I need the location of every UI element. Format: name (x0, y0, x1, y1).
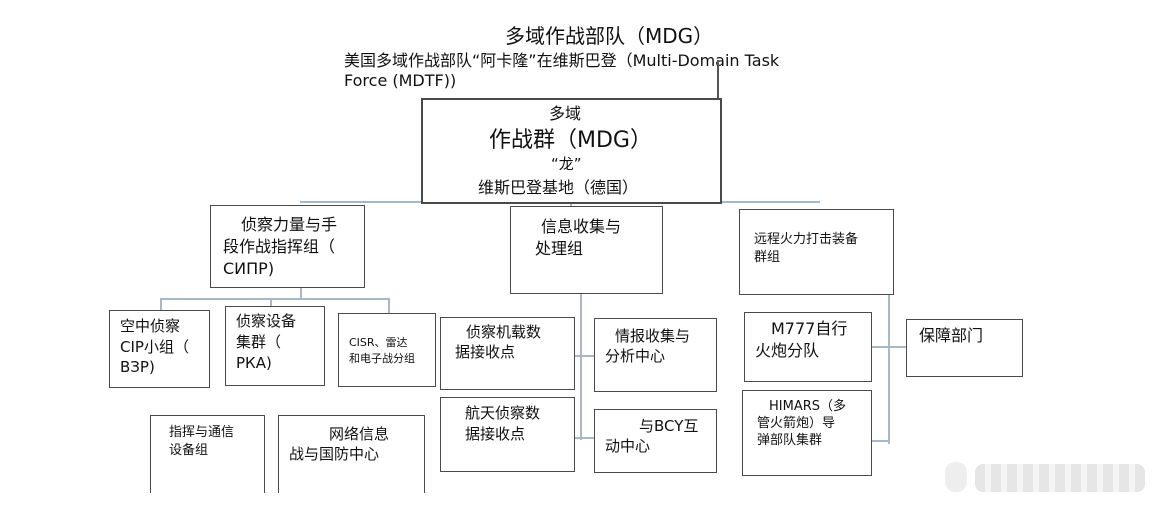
unit-command-comm-line1: 指挥与通信 (169, 425, 235, 440)
unit-himars-line1: HIMARS（多 (769, 399, 847, 414)
unit-himars: HIMARS（多 管火箭炮）导 弹部队集群 (742, 390, 872, 476)
unit-bcy-line2: 动中心 (605, 437, 651, 455)
top-box-line3: “龙” (551, 155, 582, 173)
unit-support: 保障部门 (906, 319, 1023, 377)
unit-m777-line2: 火炮分队 (755, 341, 820, 360)
top-box-line1: 多域 (549, 104, 582, 123)
connector-info-down (580, 294, 582, 440)
unit-cyber-line1: 网络信息 (329, 425, 390, 443)
unit-air-recon: 空中侦察 CIP小组（ ВЗР) (109, 310, 210, 388)
group-info-line2: 处理组 (535, 239, 584, 258)
unit-recon-equipment-line2: 集群（ (236, 333, 282, 351)
unit-airborne-recon-line1: 侦察机载数 (466, 323, 542, 341)
unit-space-recon: 航天侦察数 据接收点 (440, 397, 575, 472)
group-recon-line3: СИПР) (223, 259, 275, 278)
connector-unit2 (270, 298, 272, 308)
group-fires-line1: 远程火力打击装备 (754, 232, 859, 247)
unit-airborne-recon-line2: 据接收点 (455, 343, 516, 361)
group-fires-line2: 群组 (754, 250, 781, 265)
connector-unit1 (160, 298, 162, 312)
faded-bottom-mark-left (945, 462, 967, 492)
unit-space-recon-line1: 航天侦察数 (465, 404, 541, 422)
unit-air-recon-line2: CIP小组（ (120, 338, 189, 356)
unit-cyber-line2: 战与国防中心 (289, 445, 380, 463)
connector-recon-units (160, 298, 390, 300)
connector-info-low (574, 437, 594, 439)
top-box-mdg: 多域 作战群（MDG） “龙” 维斯巴登基地（德国） (421, 98, 722, 204)
unit-himars-line2: 管火箭炮）导 (757, 416, 836, 431)
unit-bcy-line1: 与BCY互 (639, 417, 699, 435)
group-fires: 远程火力打击装备 群组 (739, 209, 894, 295)
connector-header-to-top (717, 60, 719, 98)
unit-air-recon-line3: ВЗР) (120, 358, 155, 376)
connector-unit3 (388, 298, 390, 314)
top-box-line2: 作战群（MDG） (489, 128, 652, 153)
unit-airborne-recon: 侦察机载数 据接收点 (440, 317, 575, 390)
group-recon-line2: 段作战指挥组（ (223, 237, 336, 256)
connector-fires-mid (872, 346, 906, 348)
connector-fires-down (888, 294, 890, 444)
unit-recon-equipment-line3: РКА) (236, 354, 272, 372)
unit-m777: M777自行 火炮分队 (744, 312, 872, 382)
group-info-line1: 信息收集与 (541, 217, 622, 236)
unit-himars-line3: 弹部队集群 (757, 433, 823, 448)
diagram-title: 多域作战部队（MDG） (505, 24, 714, 48)
connector-top-to-groups (570, 200, 572, 208)
connector-fires-low (872, 440, 890, 442)
unit-recon-equipment: 侦察设备 集群（ РКА) (225, 306, 325, 386)
group-recon-line1: 侦察力量与手 (241, 215, 338, 234)
unit-bcy: 与BCY互 动中心 (594, 409, 717, 473)
unit-cisr: CISR、雷达 和电子战分组 (338, 313, 436, 387)
unit-space-recon-line2: 据接收点 (465, 425, 526, 443)
unit-command-comm-line2: 设备组 (169, 443, 209, 458)
connector-recon-down (300, 288, 302, 300)
top-box-line4: 维斯巴登基地（德国） (478, 178, 639, 197)
diagram-subtitle-line2: Force (MDTF)) (344, 71, 457, 90)
unit-recon-equipment-line1: 侦察设备 (236, 312, 297, 330)
unit-cisr-line1: CISR、雷达 (349, 336, 408, 349)
unit-intel-center-line2: 分析中心 (605, 347, 666, 365)
faded-bottom-mark-right (975, 464, 1145, 492)
unit-cyber: 网络信息 战与国防中心 (278, 415, 425, 493)
connector-info-mid (574, 355, 594, 357)
group-recon: 侦察力量与手 段作战指挥组（ СИПР) (210, 205, 365, 288)
unit-command-comm: 指挥与通信 设备组 (150, 415, 265, 493)
unit-intel-center: 情报收集与 分析中心 (594, 318, 717, 392)
unit-air-recon-line1: 空中侦察 (120, 317, 181, 335)
group-info: 信息收集与 处理组 (510, 206, 663, 294)
unit-cisr-line2: 和电子战分组 (349, 352, 415, 365)
unit-intel-center-line1: 情报收集与 (615, 327, 691, 345)
unit-m777-line1: M777自行 (771, 319, 848, 338)
diagram-subtitle-line1: 美国多域作战部队“阿卡隆”在维斯巴登（Multi-Domain Task (344, 51, 780, 70)
unit-support-line1: 保障部门 (919, 326, 984, 345)
